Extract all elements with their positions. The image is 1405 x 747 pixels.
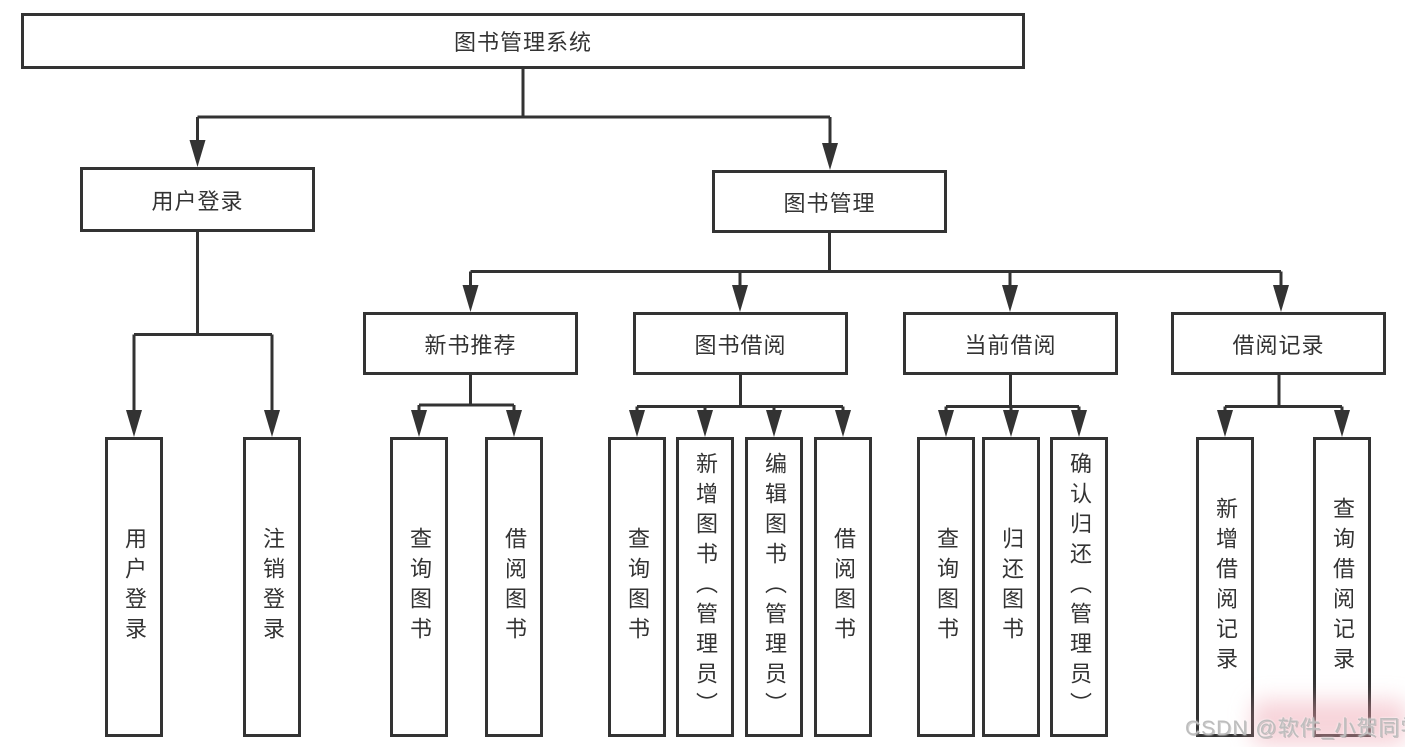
leaf-recommend-borrow-books: 借阅图书: [485, 437, 543, 737]
arrow-leaf-rq: [411, 410, 427, 437]
leaf-user-login-label: 用户登录: [122, 527, 147, 647]
leaf-borrowing-query-books-label: 查询图书: [625, 527, 650, 647]
leaf-borrowing-borrow-books-label: 借阅图书: [831, 527, 856, 647]
arrow-to-hist: [1273, 285, 1289, 312]
leaf-records-add-record-label: 新增借阅记录: [1213, 497, 1238, 677]
leaf-current-query-books-label: 查询图书: [934, 527, 959, 647]
leaf-borrowing-edit-books-admin: 编辑图书（管理员）: [745, 437, 803, 737]
leaf-current-query-books: 查询图书: [917, 437, 975, 737]
node-user-login: 用户登录: [80, 167, 315, 232]
arrow-leaf-badd: [697, 410, 713, 437]
leaf-logout: 注销登录: [243, 437, 301, 737]
leaf-current-confirm-return-admin: 确认归还（管理员）: [1050, 437, 1108, 737]
leaf-borrowing-add-books-admin-label: 新增图书（管理员）: [693, 452, 718, 722]
arrow-leaf-hadd: [1217, 410, 1233, 437]
node-new-book-recommend: 新书推荐: [363, 312, 578, 375]
leaf-records-add-record: 新增借阅记录: [1196, 437, 1254, 737]
arrow-leaf-bedit: [766, 410, 782, 437]
leaf-recommend-query-books: 查询图书: [390, 437, 448, 737]
leaf-logout-label: 注销登录: [260, 527, 285, 647]
arrow-leaf-cret: [1003, 410, 1019, 437]
edge-rec-split: [417, 375, 516, 414]
arrow-leaf-cconf: [1071, 410, 1087, 437]
node-current-borrowing-label: 当前借阅: [964, 332, 1057, 358]
arrow-leaf-ulogin: [126, 410, 142, 437]
leaf-records-query-record: 查询借阅记录: [1313, 437, 1371, 737]
arrow-leaf-bbor: [835, 410, 851, 437]
node-current-borrowing: 当前借阅: [903, 312, 1118, 375]
leaf-user-login: 用户登录: [105, 437, 163, 737]
arrow-to-rec: [462, 285, 479, 312]
edge-bor-split: [635, 375, 845, 414]
leaf-borrowing-edit-books-admin-label: 编辑图书（管理员）: [762, 452, 787, 722]
node-new-book-recommend-label: 新书推荐: [424, 332, 517, 358]
arrow-to-book-mgmt: [822, 143, 838, 170]
node-book-borrowing: 图书借阅: [633, 312, 848, 375]
node-root-label: 图书管理系统: [453, 30, 592, 55]
edge-mgmt-split: [469, 233, 1283, 289]
arrow-leaf-cq: [938, 410, 954, 437]
node-root: 图书管理系统: [21, 13, 1025, 69]
leaf-records-query-record-label: 查询借阅记录: [1330, 497, 1355, 677]
leaf-borrowing-add-books-admin: 新增图书（管理员）: [676, 437, 734, 737]
leaf-current-return-books: 归还图书: [982, 437, 1040, 737]
edge-cur-split: [944, 375, 1081, 414]
node-borrowing-records: 借阅记录: [1171, 312, 1386, 375]
edge-login-split: [132, 232, 274, 413]
leaf-current-confirm-return-admin-label: 确认归还（管理员）: [1067, 452, 1092, 722]
arrow-to-cur: [1002, 285, 1018, 312]
node-book-management: 图书管理: [712, 170, 947, 233]
node-book-management-label: 图书管理: [783, 190, 876, 216]
watermark-haze: [1252, 700, 1405, 746]
arrow-leaf-logout: [264, 410, 280, 437]
leaf-recommend-borrow-books-label: 借阅图书: [502, 527, 527, 647]
edge-hist-split: [1223, 375, 1344, 414]
leaf-borrowing-query-books: 查询图书: [608, 437, 666, 737]
edge-root-split: [196, 69, 832, 145]
arrow-to-user-login: [189, 140, 206, 167]
leaf-current-return-books-label: 归还图书: [999, 527, 1024, 647]
arrow-leaf-rb: [506, 410, 522, 437]
node-book-borrowing-label: 图书借阅: [694, 332, 787, 358]
leaf-borrowing-borrow-books: 借阅图书: [814, 437, 872, 737]
arrow-to-bor: [732, 285, 748, 312]
watermark-text: CSDN @软件_小贺同学: [1185, 717, 1405, 740]
arrow-leaf-bq: [629, 410, 645, 437]
leaf-recommend-query-books-label: 查询图书: [407, 527, 432, 647]
arrow-leaf-hq: [1334, 410, 1350, 437]
node-user-login-label: 用户登录: [151, 188, 244, 214]
node-borrowing-records-label: 借阅记录: [1232, 332, 1325, 358]
